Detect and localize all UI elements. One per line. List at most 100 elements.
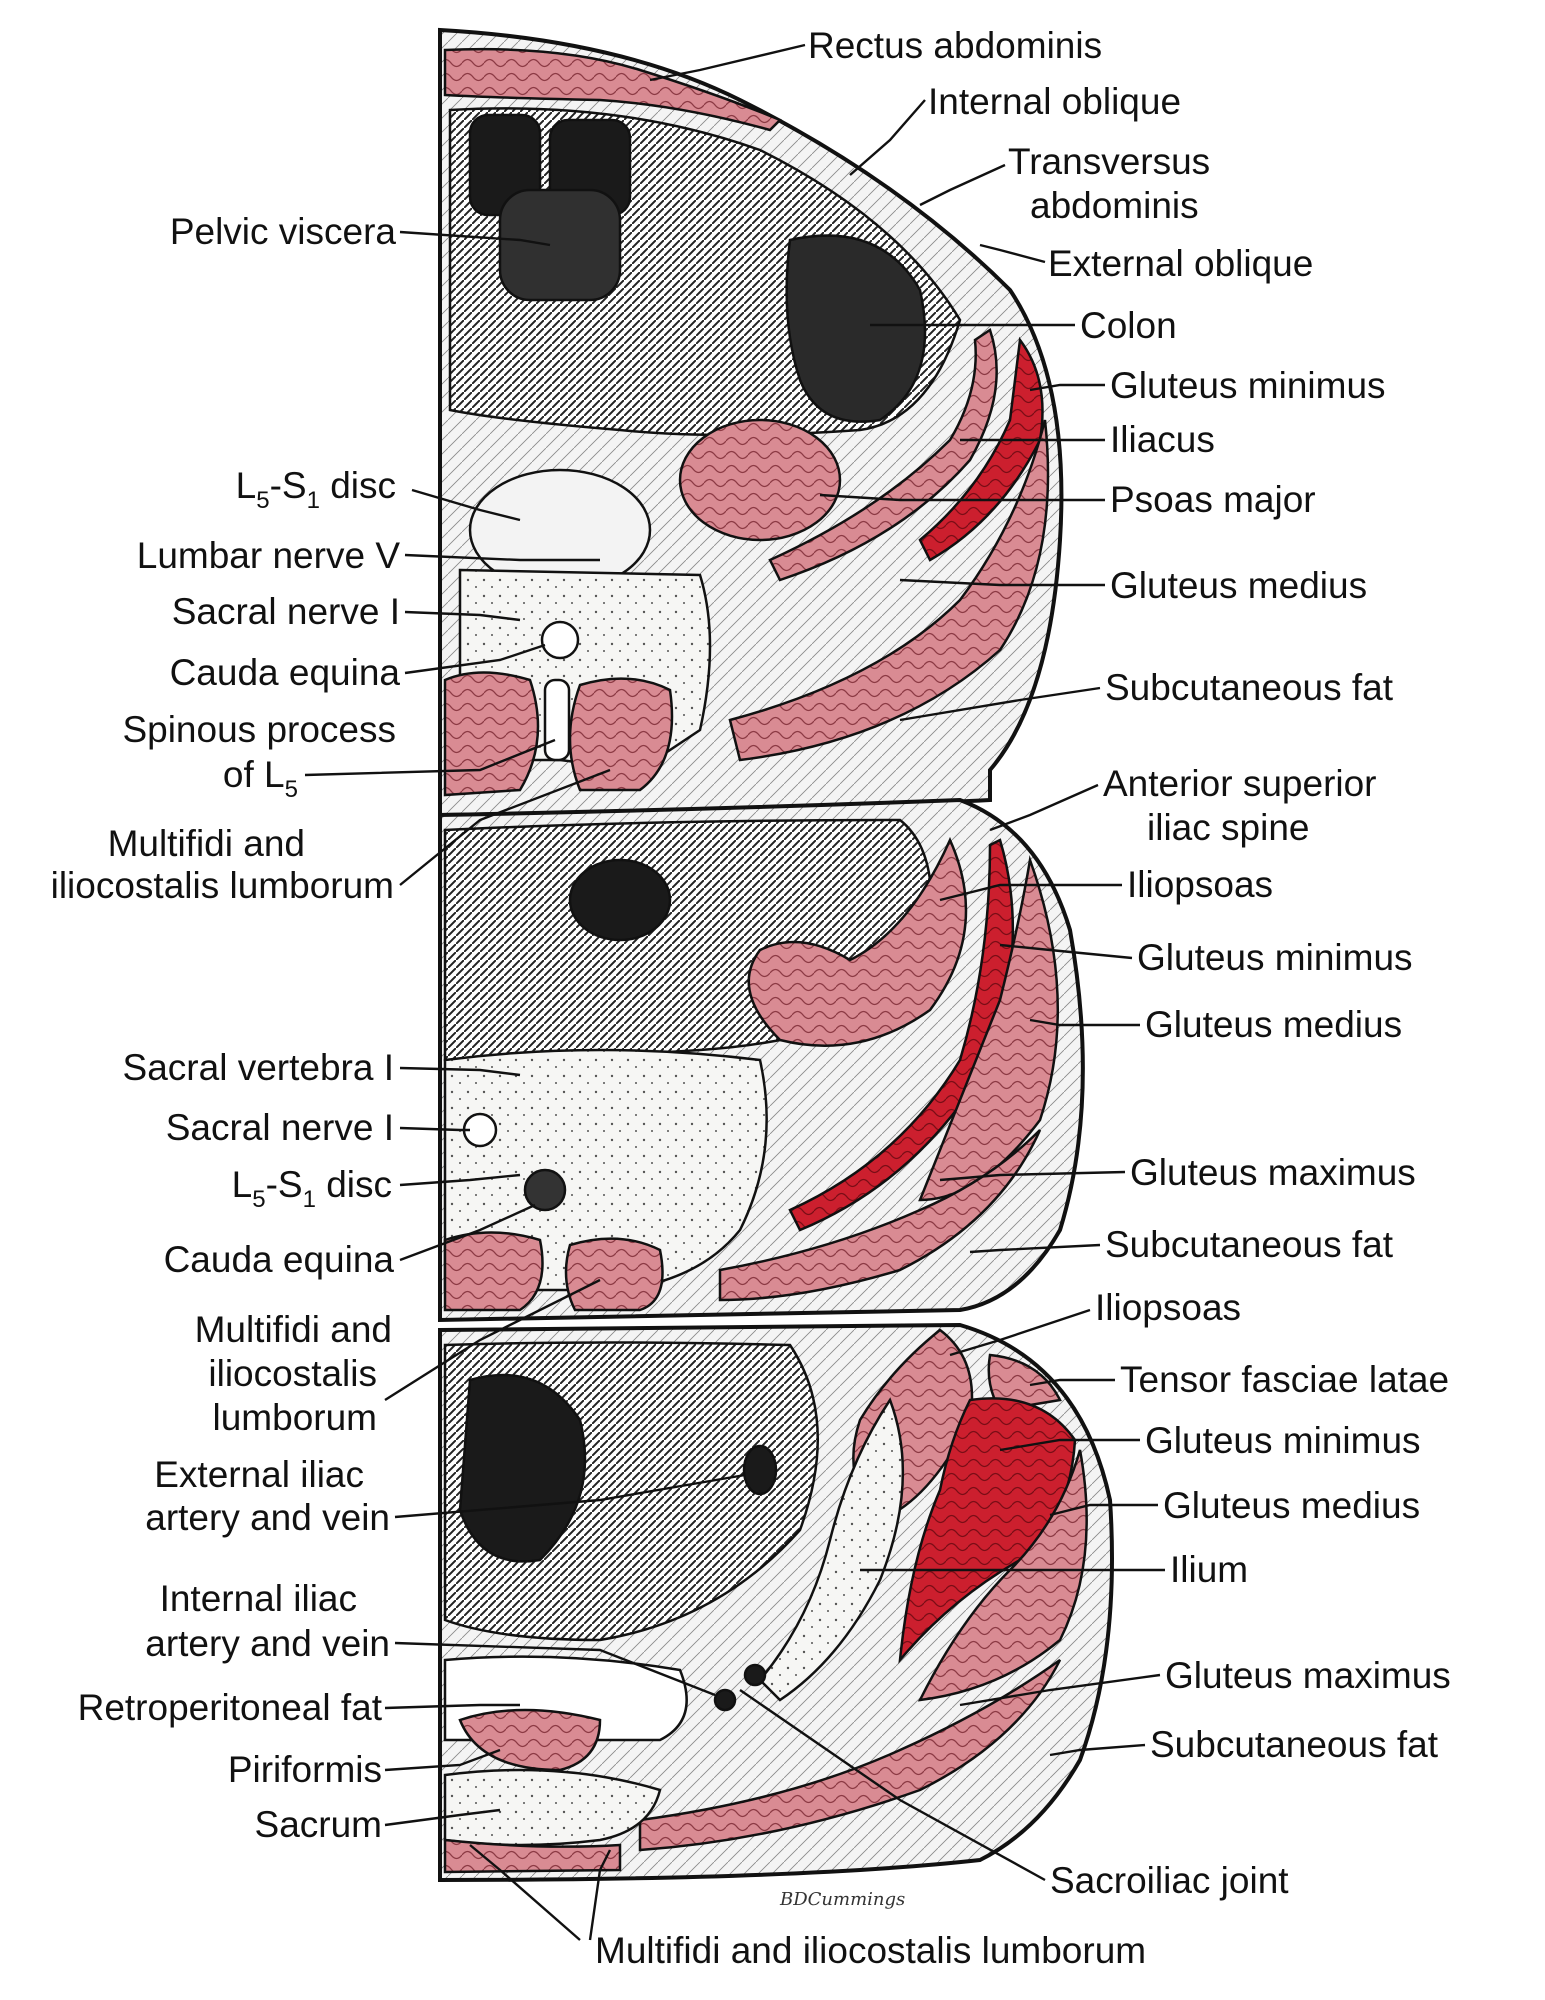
label-l5s1-disc-1: L5-S1 disc (236, 465, 396, 514)
leader-asis (989, 783, 1099, 832)
label-gluteus-maximus-2: Gluteus maximus (1130, 1152, 1416, 1193)
label-l5s1-disc-2: L5-S1 disc (232, 1164, 392, 1213)
label-retroperitoneal-fat: Retroperitoneal fat (78, 1687, 383, 1728)
leader-gluteus-medius-2 (1029, 1018, 1140, 1027)
leader-gluteus-maximus-2 (939, 1170, 1126, 1182)
label-ext-iliac-line1: External iliac (154, 1454, 364, 1495)
section-middle-multifidi-right (564, 1237, 664, 1312)
label-gluteus-medius-1: Gluteus medius (1110, 565, 1367, 606)
label-transversus-line1: Transversus (1008, 141, 1210, 182)
leader-l5s1-disc-1 (411, 488, 521, 522)
leader-lumbar-nerve-v (404, 553, 600, 562)
leader-int-iliac (394, 1641, 716, 1697)
label-iliopsoas-3: Iliopsoas (1095, 1287, 1241, 1328)
label-transversus-line2: abdominis (1030, 185, 1199, 226)
section-upper-psoas-major (678, 418, 842, 542)
label-multifidi-bottom: Multifidi and iliocostalis lumborum (595, 1930, 1146, 1971)
label-gluteus-maximus-3: Gluteus maximus (1165, 1655, 1451, 1696)
leader-sacral-nerve-i-2 (399, 1126, 470, 1132)
section-upper-gluteus-minimus (918, 336, 1044, 562)
label-sacrum: Sacrum (255, 1804, 382, 1845)
label-iliopsoas-2: Iliopsoas (1127, 864, 1273, 905)
leader-ext-iliac (394, 1473, 746, 1519)
section-lower-int-iliac-vein (713, 1688, 737, 1712)
leader-subcutaneous-fat-1 (899, 686, 1101, 722)
section-lower-bowel (458, 1373, 587, 1563)
section-lower-gluteus-maximus (638, 1658, 1062, 1852)
leader-retroperitoneal-fat (384, 1703, 520, 1710)
leader-transversus (919, 163, 1006, 207)
labels-left: Pelvic viscera L5-S1 disc Lumbar nerve V… (51, 211, 401, 1845)
section-upper-spinous-process (543, 678, 571, 762)
labels-right: Rectus abdominis Internal oblique Transv… (595, 25, 1451, 1971)
section-middle-gluteus-maximus (718, 1129, 1042, 1302)
label-iliacus: Iliacus (1110, 419, 1215, 460)
label-ilium: Ilium (1170, 1549, 1248, 1590)
leader-multifidi-bottom-a (469, 1844, 581, 1941)
leader-pelvic-viscera (399, 230, 551, 247)
leader-subcutaneous-fat-2 (969, 1243, 1101, 1254)
section-lower-ilium (758, 1397, 905, 1702)
leader-cauda-equina-2 (399, 1203, 536, 1262)
leader-psoas-major (819, 493, 1105, 502)
section-lower-ext-iliac-vessel (742, 1444, 778, 1496)
label-asis-line1: Anterior superior (1103, 763, 1377, 804)
section-lower-gluteus-minimus (898, 1397, 1077, 1664)
label-spinous-line2: of L5 (223, 754, 298, 803)
label-ext-iliac-line2: artery and vein (145, 1497, 390, 1538)
label-gluteus-minimus-3: Gluteus minimus (1145, 1420, 1421, 1461)
leader-sacroiliac-joint (739, 1689, 1046, 1882)
leader-tensor-fasciae-latae (1029, 1378, 1115, 1387)
section-middle-multifidi-left (443, 1231, 544, 1312)
leader-internal-oblique (849, 99, 926, 176)
section-lower-int-iliac-artery (743, 1663, 767, 1687)
section-upper-multifidi-right (568, 677, 674, 792)
label-cauda-equina-2: Cauda equina (164, 1239, 395, 1280)
leader-rectus-abdominis (649, 43, 806, 82)
label-sacral-vertebra-i: Sacral vertebra I (123, 1047, 394, 1088)
label-subcutaneous-fat-3: Subcutaneous fat (1150, 1724, 1439, 1765)
leader-lines (304, 43, 1165, 1941)
leader-sacral-vertebra-i (399, 1066, 521, 1077)
label-multifidi-1-line1: Multifidi and (108, 823, 305, 864)
label-piriformis: Piriformis (228, 1749, 382, 1790)
label-psoas-major: Psoas major (1110, 479, 1316, 520)
label-gluteus-medius-3: Gluteus medius (1163, 1485, 1420, 1526)
label-multifidi-2-line2: iliocostalis (208, 1353, 377, 1394)
section-middle (438, 797, 1085, 1323)
label-asis-line2: iliac spine (1147, 807, 1309, 848)
label-multifidi-2-line3: lumborum (213, 1397, 378, 1438)
section-middle-sacral-vertebra (443, 1048, 768, 1292)
leader-sacrum (384, 1808, 501, 1827)
label-gluteus-medius-2: Gluteus medius (1145, 1004, 1402, 1045)
section-lower-multifidi (443, 1838, 622, 1874)
leader-iliopsoas-2 (939, 883, 1122, 902)
label-subcutaneous-fat-1: Subcutaneous fat (1105, 667, 1394, 708)
label-sacral-nerve-i-2: Sacral nerve I (166, 1107, 394, 1148)
label-sacroiliac-joint: Sacroiliac joint (1050, 1860, 1289, 1901)
section-middle-bowel (568, 858, 672, 942)
label-lumbar-nerve-v: Lumbar nerve V (137, 535, 401, 576)
section-middle-iliopsoas (747, 836, 968, 1047)
section-upper-cauda-equina (540, 620, 580, 660)
section-upper-pelvic-viscera-loop (498, 188, 622, 302)
artist-signature: BDCummings (779, 1889, 905, 1910)
section-upper-rectus-abdominis (443, 47, 783, 132)
leader-cauda-equina-1 (404, 643, 546, 675)
leader-gluteus-minimus-1 (1029, 383, 1105, 392)
label-gluteus-minimus-1: Gluteus minimus (1110, 365, 1386, 406)
label-subcutaneous-fat-2: Subcutaneous fat (1105, 1224, 1394, 1265)
leader-l5s1-disc-2 (399, 1173, 521, 1187)
leader-subcutaneous-fat-3 (1049, 1743, 1146, 1757)
section-upper-gluteus-medius (728, 419, 1050, 762)
section-middle-cauda-equina (523, 1168, 567, 1212)
leader-spinous-process (304, 738, 556, 777)
section-upper (438, 27, 1064, 818)
section-upper-iliacus (768, 328, 998, 582)
leader-gluteus-minimus-2 (999, 943, 1133, 960)
label-cauda-equina-1: Cauda equina (170, 652, 401, 693)
label-multifidi-1-line2: iliocostalis lumborum (51, 865, 394, 906)
leader-gluteus-maximus-3 (959, 1673, 1161, 1707)
section-lower-piriformis (458, 1708, 602, 1772)
